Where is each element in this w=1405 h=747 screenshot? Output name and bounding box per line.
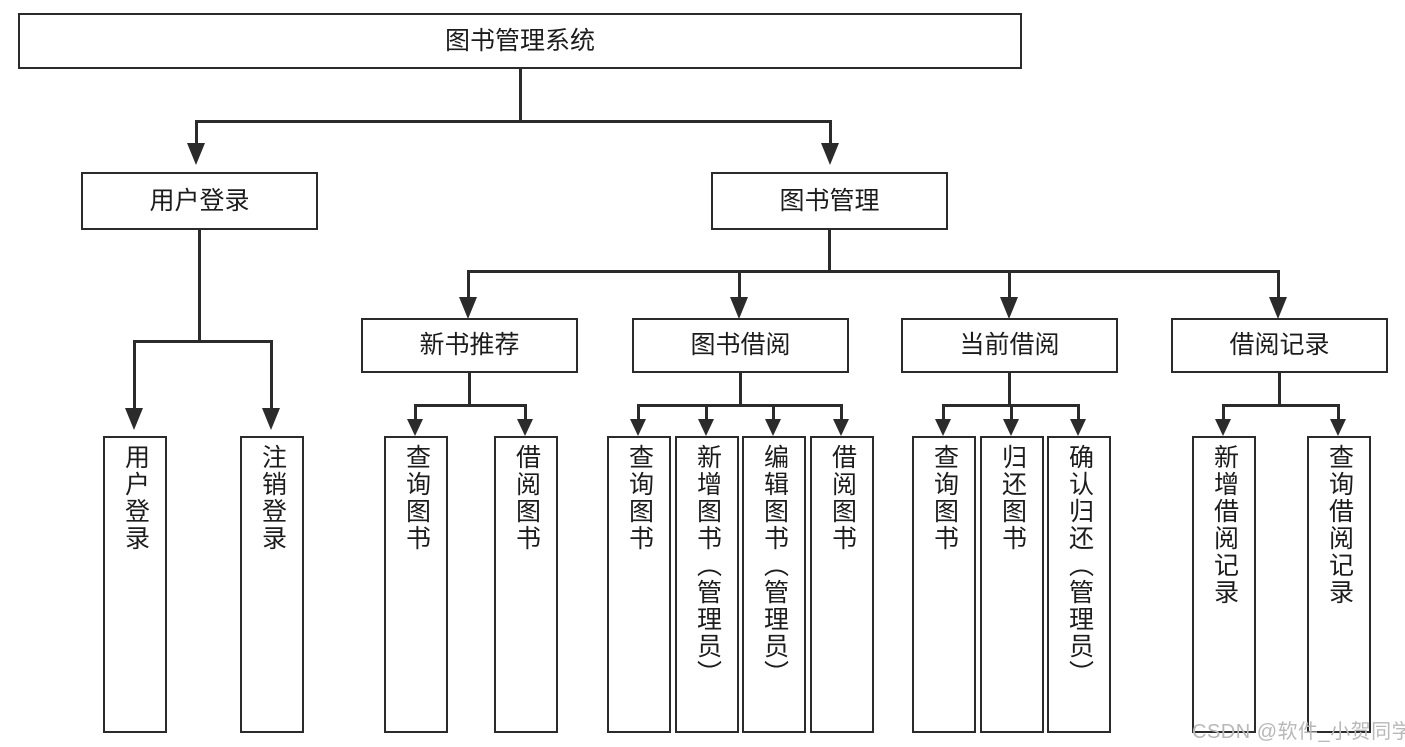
connector-root-to-book-management	[829, 120, 832, 145]
node-label: 新书推荐	[419, 331, 520, 360]
node-user-login[interactable]: 用户登录	[81, 172, 318, 230]
node-label: 图书借阅	[690, 331, 791, 360]
connector-bm-drop-borrow	[738, 270, 741, 300]
leaf-user-login[interactable]: 用户登录	[103, 436, 167, 733]
connector-root-to-user-login	[195, 120, 198, 145]
leaf-logout[interactable]: 注销登录	[240, 436, 304, 733]
arrowhead-nb-query-book	[407, 419, 423, 436]
arrowhead-nb-borrow-book	[517, 419, 533, 436]
node-root-library-management-system[interactable]: 图书管理系统	[18, 13, 1022, 69]
arrowhead-book-management	[821, 143, 839, 165]
node-label: 图书管理系统	[444, 26, 595, 55]
leaf-cb-return-book[interactable]: 归还图书	[980, 436, 1044, 733]
connector-bb-drop-3	[772, 404, 775, 422]
leaf-nb-query-book[interactable]: 查询图书	[384, 436, 448, 733]
arrowhead-book-borrow	[730, 297, 748, 319]
arrowhead-leaf-logout	[262, 408, 280, 430]
node-label: 当前借阅	[959, 331, 1060, 360]
connector-user-login-bus	[133, 340, 273, 343]
leaf-nb-borrow-book[interactable]: 借阅图书	[494, 436, 558, 733]
arrowhead-bb-borrow-book	[833, 419, 849, 436]
connector-current-borrow-stem	[1008, 373, 1011, 406]
connector-new-book-bus	[414, 404, 527, 407]
connector-new-book-drop-2	[524, 404, 527, 422]
leaf-bb-edit-book-admin[interactable]: 编辑图书（管理员）	[742, 436, 806, 733]
arrowhead-current-borrow	[1000, 297, 1018, 319]
leaf-label: 查询图书	[625, 444, 654, 552]
connector-root-bus	[195, 120, 832, 123]
leaf-label: 借阅图书	[512, 444, 541, 552]
connector-br-drop-2	[1337, 404, 1340, 422]
leaf-bb-borrow-book[interactable]: 借阅图书	[810, 436, 874, 733]
arrowhead-leaf-user-login	[125, 408, 143, 430]
leaf-label: 新增图书（管理员）	[693, 444, 722, 687]
connector-bm-drop-current	[1008, 270, 1011, 300]
leaf-label: 归还图书	[998, 444, 1027, 552]
arrowhead-borrow-records	[1269, 297, 1287, 319]
connector-cb-drop-2	[1010, 404, 1013, 422]
connector-book-management-stem	[828, 230, 831, 272]
leaf-label: 确认归还（管理员）	[1065, 444, 1094, 687]
arrowhead-bb-add-book	[698, 419, 714, 436]
node-label: 用户登录	[149, 186, 250, 215]
connector-borrow-records-bus	[1222, 404, 1340, 407]
leaf-bb-query-book[interactable]: 查询图书	[607, 436, 671, 733]
connector-book-borrow-bus	[637, 404, 843, 407]
connector-bb-drop-1	[637, 404, 640, 422]
connector-bb-drop-4	[840, 404, 843, 422]
arrowhead-br-add-record	[1215, 419, 1231, 436]
leaf-label: 查询借阅记录	[1325, 444, 1354, 606]
node-label: 图书管理	[779, 186, 880, 215]
connector-user-login-drop-1	[133, 340, 136, 410]
arrowhead-bb-edit-book	[765, 419, 781, 436]
connector-br-drop-1	[1222, 404, 1225, 422]
connector-bm-drop-records	[1277, 270, 1280, 300]
leaf-label: 查询图书	[930, 444, 959, 552]
node-label: 借阅记录	[1229, 331, 1330, 360]
leaf-br-query-record[interactable]: 查询借阅记录	[1307, 436, 1371, 733]
connector-cb-drop-3	[1077, 404, 1080, 422]
node-new-book-recommend[interactable]: 新书推荐	[361, 318, 578, 373]
connector-cb-drop-1	[942, 404, 945, 422]
arrowhead-cb-confirm-return	[1070, 419, 1086, 436]
arrowhead-new-book-recommend	[459, 297, 477, 319]
connector-book-borrow-stem	[739, 373, 742, 406]
connector-borrow-records-stem	[1278, 373, 1281, 406]
arrowhead-user-login	[187, 143, 205, 165]
connector-book-management-bus	[467, 270, 1280, 273]
connector-bb-drop-2	[705, 404, 708, 422]
node-current-borrow[interactable]: 当前借阅	[901, 318, 1118, 373]
arrowhead-bb-query-book	[630, 419, 646, 436]
connector-new-book-stem	[468, 373, 471, 406]
arrowhead-cb-query-book	[935, 419, 951, 436]
connector-new-book-drop-1	[414, 404, 417, 422]
node-book-management[interactable]: 图书管理	[711, 172, 948, 230]
connector-root-stem	[519, 69, 522, 122]
leaf-label: 查询图书	[402, 444, 431, 552]
leaf-br-add-record[interactable]: 新增借阅记录	[1192, 436, 1256, 733]
leaf-cb-query-book[interactable]: 查询图书	[912, 436, 976, 733]
leaf-label: 新增借阅记录	[1210, 444, 1239, 606]
leaf-label: 注销登录	[258, 444, 287, 552]
arrowhead-cb-return-book	[1003, 419, 1019, 436]
connector-user-login-drop-2	[270, 340, 273, 410]
leaf-cb-confirm-return-admin[interactable]: 确认归还（管理员）	[1047, 436, 1111, 733]
connector-user-login-stem	[198, 230, 201, 342]
node-book-borrow[interactable]: 图书借阅	[632, 318, 849, 373]
leaf-label: 借阅图书	[828, 444, 857, 552]
leaf-label: 用户登录	[121, 444, 150, 552]
node-borrow-records[interactable]: 借阅记录	[1171, 318, 1388, 373]
arrowhead-br-query-record	[1330, 419, 1346, 436]
leaf-bb-add-book-admin[interactable]: 新增图书（管理员）	[675, 436, 739, 733]
leaf-label: 编辑图书（管理员）	[760, 444, 789, 687]
connector-bm-drop-new-books	[467, 270, 470, 300]
